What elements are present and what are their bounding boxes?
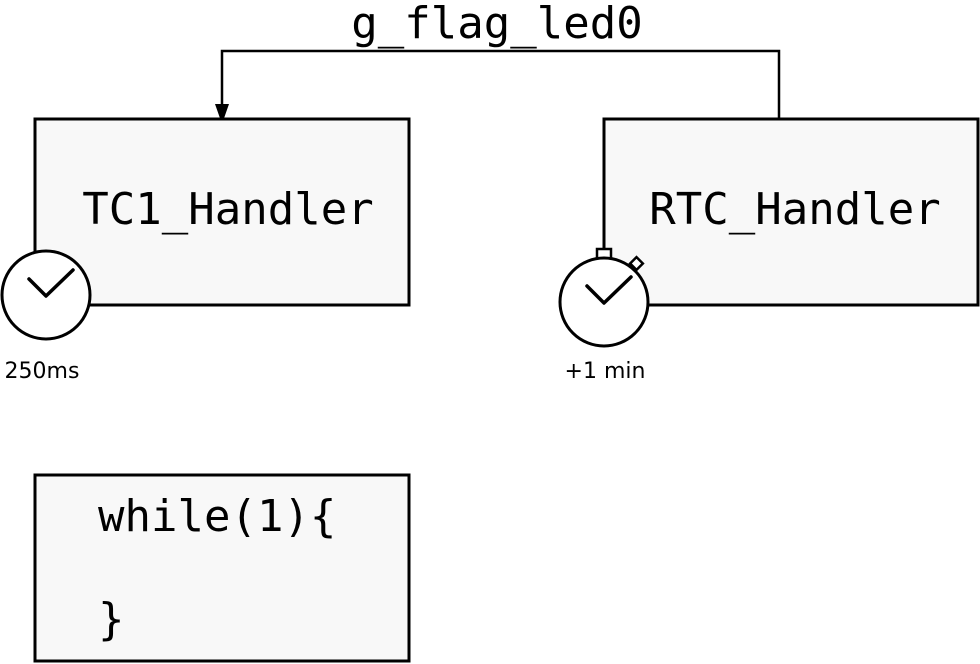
tc1-handler-box (33, 117, 411, 307)
main-loop-open: while(1){ (98, 491, 336, 542)
signal-wire (220, 49, 781, 118)
rtc-timer-label: +1 min (565, 359, 646, 384)
tc1-timer-label: 250ms (5, 359, 80, 384)
rtc-handler-label: RTC_Handler (649, 184, 940, 235)
main-loop-box (33, 473, 411, 663)
rtc-handler-box (602, 117, 980, 307)
stopwatch-icon (558, 247, 650, 348)
clock-icon (0, 249, 92, 341)
signal-label: g_flag_led0 (351, 0, 642, 49)
arrowhead-icon (215, 104, 229, 124)
tc1-handler-label: TC1_Handler (82, 184, 373, 235)
main-loop-close: } (98, 594, 125, 645)
